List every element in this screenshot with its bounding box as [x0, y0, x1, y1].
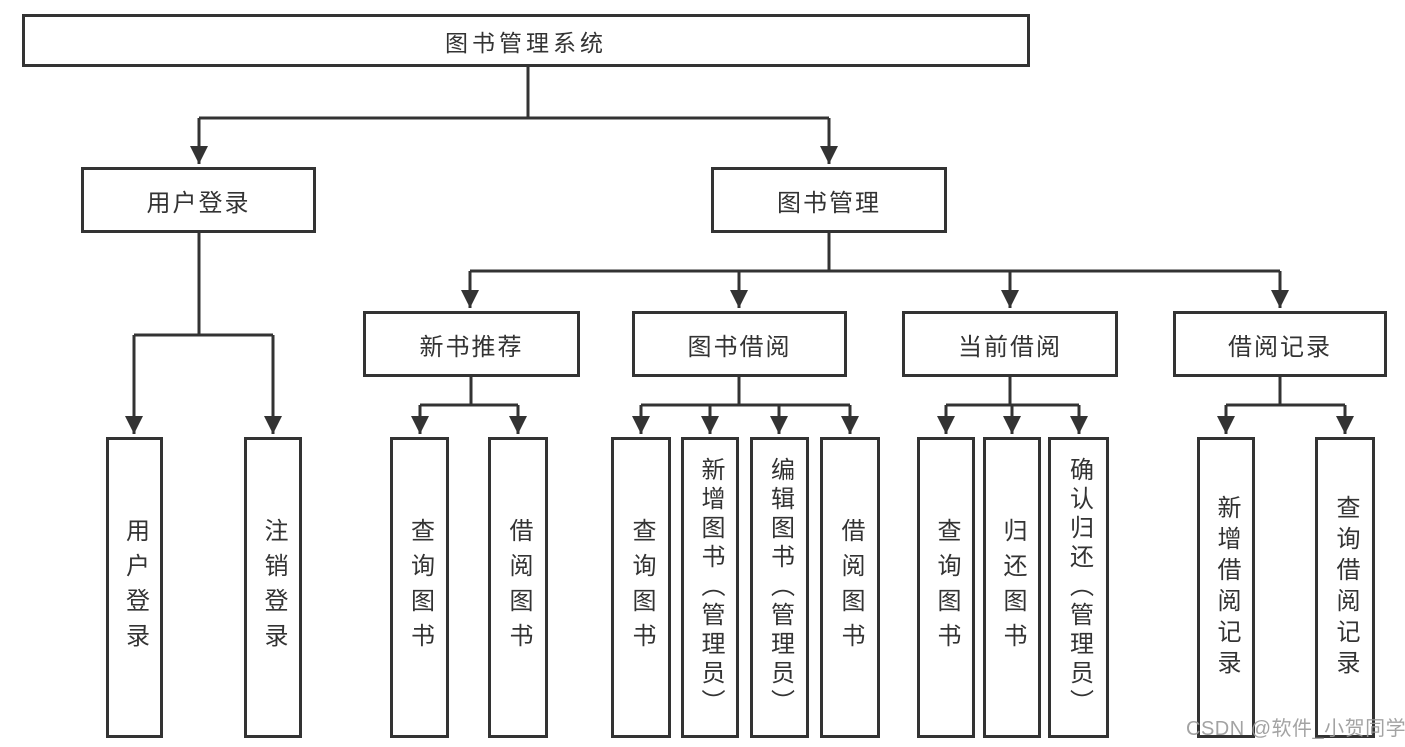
node-user-login: 用户登录 [81, 167, 316, 233]
leaf-query-book-2: 查询图书 [611, 437, 671, 738]
node-book-borrow: 图书借阅 [632, 311, 847, 377]
leaf-borrow-book-1: 借阅图书 [488, 437, 548, 738]
leaf-add-book-admin-label: 新增图书（管理员） [697, 457, 724, 718]
leaf-return-book: 归还图书 [983, 437, 1041, 738]
leaf-query-book-2-label: 查询图书 [628, 517, 655, 658]
leaf-edit-book-admin-label: 编辑图书（管理员） [766, 457, 794, 718]
node-book-management: 图书管理 [711, 167, 947, 233]
leaf-borrow-book-2-label: 借阅图书 [837, 517, 864, 658]
node-current-borrow-label: 当前借阅 [958, 333, 1062, 361]
leaf-query-book-3: 查询图书 [917, 437, 975, 738]
leaf-logout: 注销登录 [244, 437, 302, 738]
node-borrow-records: 借阅记录 [1173, 311, 1387, 377]
leaf-confirm-return-admin: 确认归还（管理员） [1048, 437, 1109, 738]
node-user-login-label: 用户登录 [146, 189, 251, 217]
node-new-book-recommend: 新书推荐 [363, 311, 580, 377]
leaf-borrow-book-1-label: 借阅图书 [505, 517, 532, 658]
leaf-add-borrow-record-label: 新增借阅记录 [1213, 494, 1240, 681]
leaf-query-book-3-label: 查询图书 [933, 517, 960, 658]
leaf-query-borrow-record: 查询借阅记录 [1315, 437, 1375, 738]
leaf-logout-label: 注销登录 [260, 517, 287, 658]
node-borrow-records-label: 借阅记录 [1228, 333, 1332, 361]
node-root-label: 图书管理系统 [445, 29, 607, 56]
leaf-user-login-label: 用户登录 [121, 517, 149, 658]
node-book-borrow-label: 图书借阅 [687, 333, 792, 361]
leaf-add-book-admin: 新增图书（管理员） [681, 437, 739, 738]
csdn-watermark: CSDN @软件_小贺同学 [1186, 718, 1405, 740]
leaf-confirm-return-admin-label: 确认归还（管理员） [1065, 457, 1093, 718]
leaf-return-book-label: 归还图书 [999, 517, 1026, 658]
leaf-add-borrow-record: 新增借阅记录 [1197, 437, 1255, 738]
node-new-book-recommend-label: 新书推荐 [419, 333, 524, 361]
leaf-borrow-book-2: 借阅图书 [820, 437, 880, 738]
leaf-edit-book-admin: 编辑图书（管理员） [750, 437, 809, 738]
leaf-query-book-1-label: 查询图书 [406, 517, 434, 658]
leaf-query-borrow-record-label: 查询借阅记录 [1332, 494, 1359, 681]
leaf-query-book-1: 查询图书 [390, 437, 449, 738]
node-current-borrow: 当前借阅 [902, 311, 1118, 377]
node-book-management-label: 图书管理 [777, 189, 881, 217]
leaf-user-login: 用户登录 [106, 437, 163, 738]
node-root: 图书管理系统 [22, 14, 1030, 67]
